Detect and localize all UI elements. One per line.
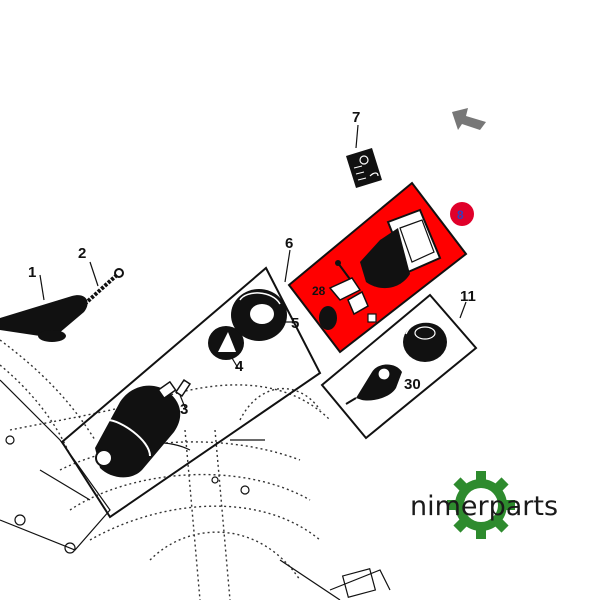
direction-arrow-icon xyxy=(452,108,486,130)
callout-6: 6 xyxy=(285,235,293,252)
callout-1: 1 xyxy=(28,264,36,281)
highlighted-kit-panel xyxy=(287,181,468,354)
callout-7: 7 xyxy=(352,109,360,126)
callout-28: 28 xyxy=(312,284,326,298)
brand-logo: nimerparts xyxy=(410,471,558,539)
part-ignition-switch xyxy=(95,378,192,478)
callout-2: 2 xyxy=(78,245,86,262)
logo-text: nimerparts xyxy=(410,491,558,522)
part-knob-and-sensor xyxy=(345,321,447,405)
part-bolt xyxy=(76,261,124,312)
callout-11: 11 xyxy=(460,288,476,305)
callout-5: 5 xyxy=(291,315,299,332)
kit-6-frame xyxy=(60,249,322,519)
part-button xyxy=(208,326,244,369)
part-knob-ring xyxy=(231,289,292,341)
callout-30: 30 xyxy=(404,376,421,393)
machine-outline xyxy=(0,339,391,600)
callout-labels: 1 2 3 4 5 6 7 8 11 28 30 xyxy=(28,109,476,418)
part-indicator-plate xyxy=(346,124,382,188)
gear-icon xyxy=(447,471,515,539)
part-lever xyxy=(0,274,88,342)
kit-11-frame xyxy=(320,293,478,440)
callout-4: 4 xyxy=(235,358,244,375)
position-marker-icon xyxy=(450,202,474,226)
callout-3: 3 xyxy=(180,401,188,418)
callout-8: 8 xyxy=(457,208,464,222)
